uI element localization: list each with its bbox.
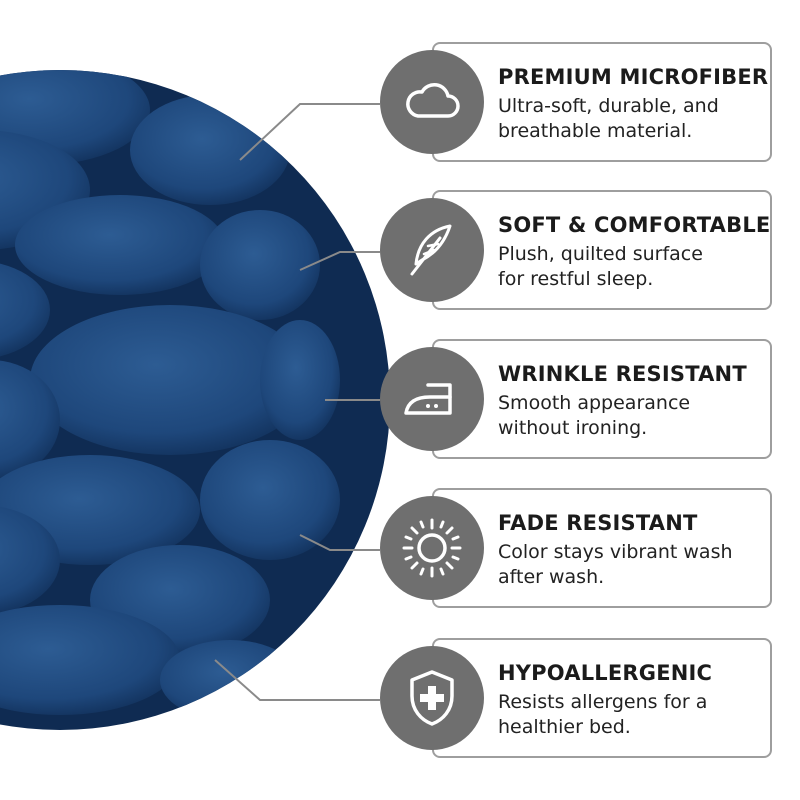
- feature-premium-microfiber: PREMIUM MICROFIBER Ultra-soft, durable, …: [380, 40, 774, 166]
- icon-circle: [380, 347, 484, 451]
- feature-wrinkle-resistant: WRINKLE RESISTANT Smooth appearance with…: [380, 337, 774, 463]
- iron-icon: [404, 383, 452, 415]
- feature-hypoallergenic: HYPOALLERGENIC Resists allergens for a h…: [380, 636, 774, 762]
- feather-icon: [410, 224, 452, 276]
- feature-title: HYPOALLERGENIC: [498, 661, 713, 685]
- feature-desc-line2: after wash.: [498, 566, 605, 588]
- feature-title: WRINKLE RESISTANT: [498, 362, 747, 386]
- feature-title: FADE RESISTANT: [498, 511, 698, 535]
- feature-desc-line1: Smooth appearance: [498, 392, 691, 414]
- feature-card: [432, 339, 772, 459]
- icon-circle: [380, 50, 484, 154]
- feature-fade-resistant: FADE RESISTANT Color stays vibrant wash …: [380, 486, 774, 612]
- feature-desc-line2: without ironing.: [498, 417, 648, 439]
- icon-circle: [380, 198, 484, 302]
- feature-desc-line1: Ultra-soft, durable, and: [498, 95, 719, 117]
- feature-soft-comfortable: SOFT & COMFORTABLE Plush, quilted surfac…: [380, 188, 774, 314]
- feature-desc-line2: for restful sleep.: [498, 268, 654, 290]
- feature-desc-line1: Plush, quilted surface: [498, 243, 703, 265]
- feature-card: [432, 190, 772, 310]
- sun-icon: [402, 518, 462, 578]
- feature-desc-line2: healthier bed.: [498, 716, 631, 738]
- feature-desc-line2: breathable material.: [498, 120, 693, 142]
- feature-title: SOFT & COMFORTABLE: [498, 213, 771, 237]
- feature-card: [432, 42, 772, 162]
- feature-title: PREMIUM MICROFIBER: [498, 65, 769, 89]
- shield-plus-icon: [410, 670, 454, 726]
- icon-circle: [380, 646, 484, 750]
- feature-card: [432, 638, 772, 758]
- feature-desc-line1: Color stays vibrant wash: [498, 541, 733, 563]
- icon-circle: [380, 496, 484, 600]
- feature-desc-line1: Resists allergens for a: [498, 691, 708, 713]
- cloud-icon: [406, 83, 460, 118]
